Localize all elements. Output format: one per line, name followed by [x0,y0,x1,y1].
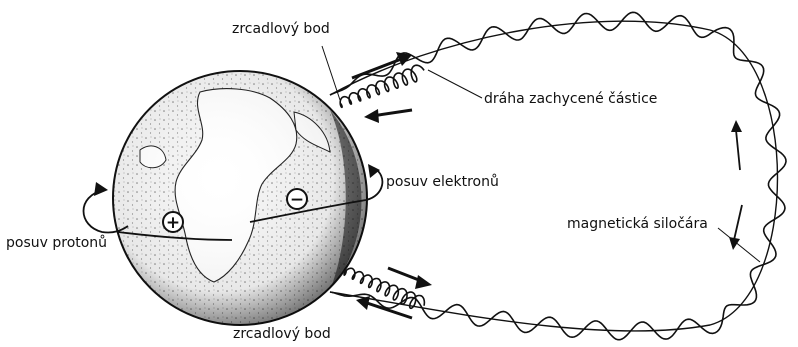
mirror-coil-top [340,65,424,107]
label-field-line: magnetická siločára [567,217,708,231]
label-mirror-point-top: zrcadlový bod [232,22,330,36]
label-proton-drift: posuv protonů [6,236,107,250]
proton-charge-sign: + [166,213,180,233]
mirror-coil-bottom [344,268,424,308]
label-electron-drift: posuv elektronů [386,175,499,189]
proton-symbol: + [163,212,183,233]
label-particle-trajectory: dráha zachycené částice [484,92,657,106]
label-mirror-point-bottom: zrcadlový bod [233,327,331,341]
earth-globe [100,60,380,340]
electron-symbol: − [287,189,307,210]
electron-charge-sign: − [290,190,304,210]
